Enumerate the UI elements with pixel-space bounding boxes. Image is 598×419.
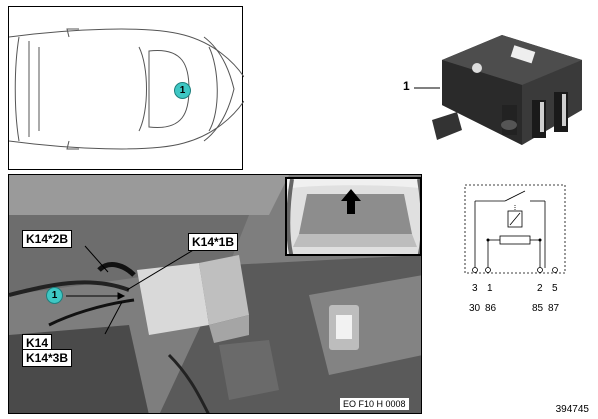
pin-top-4: 5 (552, 283, 558, 294)
relay-schematic (464, 184, 566, 274)
relay-photo (432, 35, 582, 145)
pin-bottom-1: 30 (469, 303, 481, 314)
car-location-marker: 1 (174, 82, 191, 99)
part-callout-number: 1 (403, 79, 410, 93)
photo-code: EO F10 H 0008 (340, 398, 409, 410)
label-k14-3b: K14*3B (22, 349, 73, 367)
pin-bottom-4: 87 (548, 303, 560, 314)
part-callout-leader (414, 87, 440, 89)
document-number: 394745 (555, 404, 589, 415)
label-k14-2b: K14*2B (22, 230, 73, 248)
car-location-panel: 1 (8, 6, 244, 170)
trunk-inset-view (285, 177, 422, 256)
pin-bottom-2: 86 (485, 303, 497, 314)
pin-top-1: 3 (472, 283, 478, 294)
location-marker: 1 (46, 287, 63, 304)
pin-top-3: 2 (537, 283, 543, 294)
car-outline (9, 28, 244, 150)
pin-bottom-3: 85 (532, 303, 544, 314)
label-k14-1b: K14*1B (188, 233, 239, 251)
pin-top-2: 1 (487, 283, 493, 294)
trunk-inset-drawing (287, 179, 420, 254)
